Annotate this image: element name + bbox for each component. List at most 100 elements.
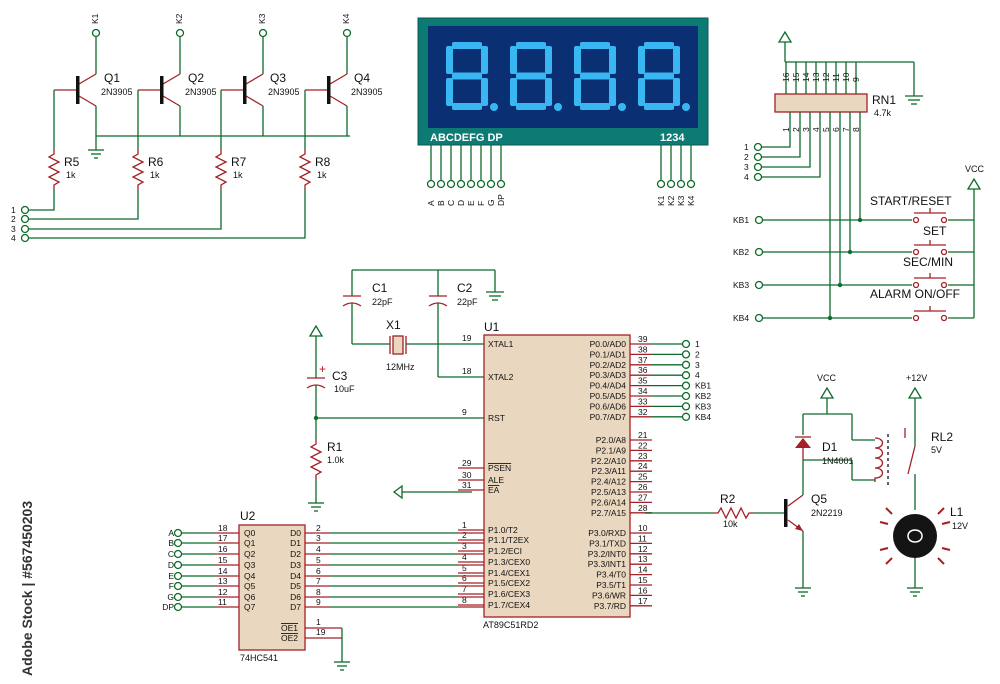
u1-pin-num-37: 37 bbox=[638, 355, 648, 365]
u2-pin-name-Q5: Q5 bbox=[244, 581, 256, 591]
u2-input-label-D: D bbox=[168, 560, 174, 570]
digit-2-segment-2 bbox=[516, 72, 546, 80]
digit-4-segment-6 bbox=[638, 78, 645, 106]
u2-pin-name-Q7: Q7 bbox=[244, 602, 256, 612]
u2-pin-num-8: 8 bbox=[316, 587, 321, 597]
rn1-top-pin-11: 11 bbox=[831, 73, 841, 82]
u1-pin-num-2: 2 bbox=[462, 530, 467, 540]
u1-net-terminal-1 bbox=[681, 339, 691, 349]
u1-pin-name-17: P3.7/RD bbox=[594, 601, 626, 611]
r5-ref: R5 bbox=[64, 155, 80, 169]
rn1-bottom-pin-4: 4 bbox=[811, 127, 821, 132]
u1-pin-num-24: 24 bbox=[638, 461, 648, 471]
u1-pin-name-32: P0.7/AD7 bbox=[590, 412, 627, 422]
u1-net-label-4: 4 bbox=[695, 370, 700, 380]
rn1-input-4: 4 bbox=[744, 172, 749, 182]
q3-part: 2N3905 bbox=[268, 87, 300, 97]
button-label-set: SET bbox=[923, 224, 947, 238]
digit-1-decimal-point bbox=[490, 103, 498, 111]
u2-oe1-name: OE1 bbox=[281, 623, 298, 633]
input-label-1: 1 bbox=[11, 205, 16, 215]
rn1-bottom-pin-7: 7 bbox=[841, 127, 851, 132]
crystal-oscillator: C1 22pF C2 22pF X1 12MHz bbox=[342, 269, 504, 378]
rn1-bottom-pin-5: 5 bbox=[821, 127, 831, 132]
transistor-q2: K2 Q2 2N3905 bbox=[137, 13, 217, 150]
rn1-top-pin-13: 13 bbox=[811, 72, 821, 82]
u1-pin-name-2: P1.1/T2EX bbox=[488, 535, 529, 545]
digit-1-segment-3 bbox=[452, 103, 482, 110]
digit-2-segment-1 bbox=[516, 42, 546, 49]
transistor-q1: K1 Q1 2N3905 bbox=[53, 13, 133, 150]
u2-pin-num-5: 5 bbox=[316, 555, 321, 565]
digit-4-segment-4 bbox=[638, 46, 645, 74]
c3-value: 10uF bbox=[334, 384, 355, 394]
u2-pin-name-D3: D3 bbox=[290, 560, 301, 570]
input-label-2: 2 bbox=[11, 214, 16, 224]
u1-pin-name-27: P2.6/A14 bbox=[591, 497, 626, 507]
display-pin-label-G: G bbox=[486, 199, 496, 206]
q4-ref: Q4 bbox=[354, 71, 370, 85]
u2-pin-name-D6: D6 bbox=[290, 592, 301, 602]
u1-pin-num-9: 9 bbox=[462, 407, 467, 417]
transistor-bank: K1 Q1 2N3905 K2 Q2 2N3905 bbox=[11, 13, 383, 243]
u1-pin-name-4: P1.3/CEX0 bbox=[488, 557, 530, 567]
pushbutton-3-contact-left bbox=[912, 281, 920, 289]
u1-pin-name-3: P1.2/ECI bbox=[488, 546, 522, 556]
x1-ref: X1 bbox=[386, 318, 401, 332]
d1-ref: D1 bbox=[822, 440, 838, 454]
rn1-top-pin-9: 9 bbox=[851, 77, 861, 82]
u2-input-label-F: F bbox=[169, 581, 174, 591]
u2-input-label-B: B bbox=[168, 538, 174, 548]
u1-pin-name-7: P1.6/CEX3 bbox=[488, 589, 530, 599]
u2-oe1-pin: 1 bbox=[316, 617, 321, 627]
d1-part: 1N4001 bbox=[822, 456, 854, 466]
u1-pin-num-8: 8 bbox=[462, 595, 467, 605]
pushbutton-2-contact-left bbox=[912, 248, 920, 256]
u1-pin-name-8: P1.7/CEX4 bbox=[488, 600, 530, 610]
rn1-bottom-pin-8: 8 bbox=[851, 127, 861, 132]
r7-ref: R7 bbox=[231, 155, 247, 169]
display-pin-K3 bbox=[676, 179, 686, 189]
u2-input-terminal-E bbox=[173, 571, 183, 581]
u2-pin-num-12: 12 bbox=[218, 587, 228, 597]
u1-pin-num-11: 11 bbox=[638, 533, 647, 543]
rn1-ref: RN1 bbox=[872, 93, 896, 107]
display-pin-G bbox=[486, 179, 496, 189]
pushbutton-1-contact-right bbox=[940, 216, 948, 224]
u2-input-terminal-G bbox=[173, 592, 183, 602]
u1-pin-num-4: 4 bbox=[462, 552, 467, 562]
u1-net-label-1: 1 bbox=[695, 339, 700, 349]
display-pin-label-E: E bbox=[466, 200, 476, 206]
rl2-ref: RL2 bbox=[931, 430, 953, 444]
display-pin-K2 bbox=[666, 179, 676, 189]
r6-ref: R6 bbox=[148, 155, 164, 169]
u2-pin-num-13: 13 bbox=[218, 576, 228, 586]
c3-ref: C3 bbox=[332, 369, 348, 383]
display-pin-label-B: B bbox=[436, 200, 446, 206]
u1-pin-num-22: 22 bbox=[638, 440, 648, 450]
u2-input-terminal-D bbox=[173, 560, 183, 570]
u1-pin-name-9: RST bbox=[488, 413, 505, 423]
digit-4-segment-2 bbox=[644, 72, 674, 80]
u2-part: 74HC541 bbox=[240, 653, 278, 663]
display-pin-K4 bbox=[686, 179, 696, 189]
rn1-value: 4.7k bbox=[874, 108, 892, 118]
u2-pin-num-6: 6 bbox=[316, 566, 321, 576]
digit-1-segment-2 bbox=[452, 72, 482, 80]
u1-pin-num-27: 27 bbox=[638, 492, 648, 502]
digit-1-segment-6 bbox=[446, 78, 453, 106]
u1-pin-num-33: 33 bbox=[638, 396, 648, 406]
digit-4-segment-7 bbox=[673, 78, 680, 106]
kb-vcc-label: VCC bbox=[965, 164, 985, 174]
display-pin-F bbox=[476, 179, 486, 189]
q1-ref: Q1 bbox=[104, 71, 120, 85]
digit-2-segment-4 bbox=[510, 46, 517, 74]
u1-net-label-KB4: KB4 bbox=[695, 412, 711, 422]
u1-pin-name-13: P3.3/INT1 bbox=[588, 559, 627, 569]
